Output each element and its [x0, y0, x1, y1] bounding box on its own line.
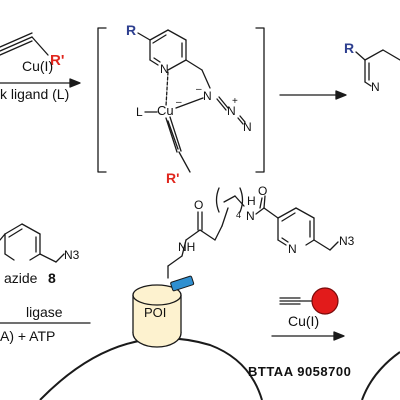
- linker-nh2-h: H: [247, 194, 256, 208]
- intermediate-r-label: R: [126, 22, 137, 38]
- linker-n3: N3: [339, 234, 355, 248]
- poi-label: POI: [144, 305, 167, 320]
- linker-pyridine-n: N: [288, 242, 297, 256]
- linker-subscript: 4: [236, 210, 242, 220]
- protein-membrane: [39, 337, 400, 400]
- top-ligand-label: k ligand (L): [0, 86, 70, 102]
- copper-intermediate: [137, 29, 246, 173]
- intermediate-n2: N: [227, 104, 236, 118]
- intermediate-r-prime-label: R': [166, 170, 180, 186]
- linker-o1: O: [194, 198, 204, 212]
- azide-8-name: azide: [4, 270, 38, 286]
- product-r-label: R: [344, 40, 355, 56]
- atp-label: A) + ATP: [0, 328, 56, 344]
- intermediate-pyridine-n: N: [160, 62, 169, 76]
- bracket-left: [97, 27, 107, 173]
- alkyne-reagent: [0, 32, 49, 56]
- linker-nh2-n: N: [246, 209, 255, 223]
- intermediate-cu-charge: –: [176, 97, 182, 108]
- peptide-tag: [170, 275, 195, 292]
- bottom-cu-label: Cu(I): [288, 313, 320, 329]
- reaction-arrow-2-head: [335, 90, 347, 100]
- alkyne-probe-ball: [311, 287, 339, 315]
- linker-structure: [167, 187, 339, 279]
- click-arrow-head: [333, 331, 345, 341]
- watermark-text: BTTAA 9058700: [248, 364, 352, 379]
- intermediate-n1-charge: –: [196, 84, 202, 95]
- top-cu-label: Cu(I): [22, 58, 54, 74]
- azide-8-structure: [0, 223, 65, 263]
- linker-o2: O: [258, 184, 268, 198]
- intermediate-cu-atom: Cu: [157, 103, 174, 118]
- reaction-arrow-1-head: [69, 78, 81, 88]
- product-n-fragment: N: [371, 80, 380, 94]
- intermediate-n2-charge: +: [232, 96, 238, 107]
- bracket-right: [255, 27, 265, 173]
- intermediate-n3: N: [243, 120, 252, 134]
- intermediate-n1: N: [203, 89, 212, 103]
- poi-protein: [132, 284, 182, 348]
- azide-8-n3: N3: [64, 248, 80, 262]
- ligase-label: ligase: [26, 304, 63, 320]
- product-pyridine: [355, 49, 400, 87]
- linker-nh1: NH: [178, 240, 196, 254]
- top-r-prime-label: R': [50, 52, 65, 69]
- intermediate-l-atom: L: [136, 105, 143, 119]
- azide-8-number: 8: [48, 270, 56, 286]
